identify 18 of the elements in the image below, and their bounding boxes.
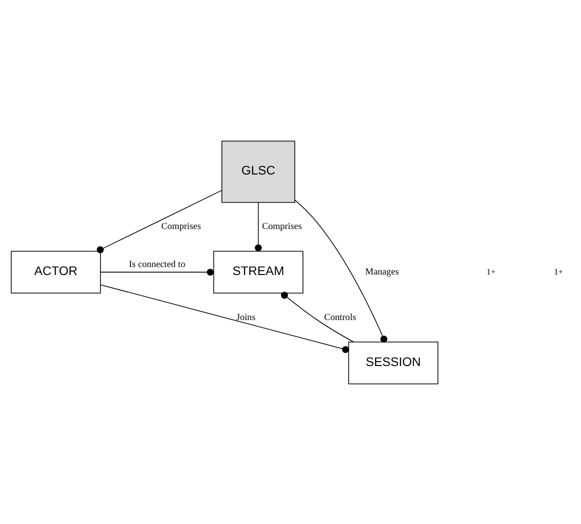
connector — [96, 190, 222, 253]
node-box: ACTOR — [10, 250, 101, 294]
label: 1+ — [486, 266, 496, 276]
connector — [294, 199, 388, 342]
label: 1+ — [554, 266, 564, 276]
edge-label: Joins — [236, 312, 256, 322]
node-box: GLSC — [221, 140, 296, 202]
connector — [100, 268, 214, 276]
connector — [280, 291, 354, 342]
node-box: SESSION — [348, 341, 438, 384]
edge-label: Is connected to — [128, 260, 186, 270]
edge-label: Comprises — [262, 222, 302, 232]
edge-label: Comprises — [161, 222, 202, 232]
edge-label: Manages — [365, 267, 399, 278]
node-box: STREAM — [213, 250, 304, 294]
connector — [254, 202, 262, 251]
edge-label: Controls — [324, 312, 356, 322]
connector — [100, 284, 350, 353]
